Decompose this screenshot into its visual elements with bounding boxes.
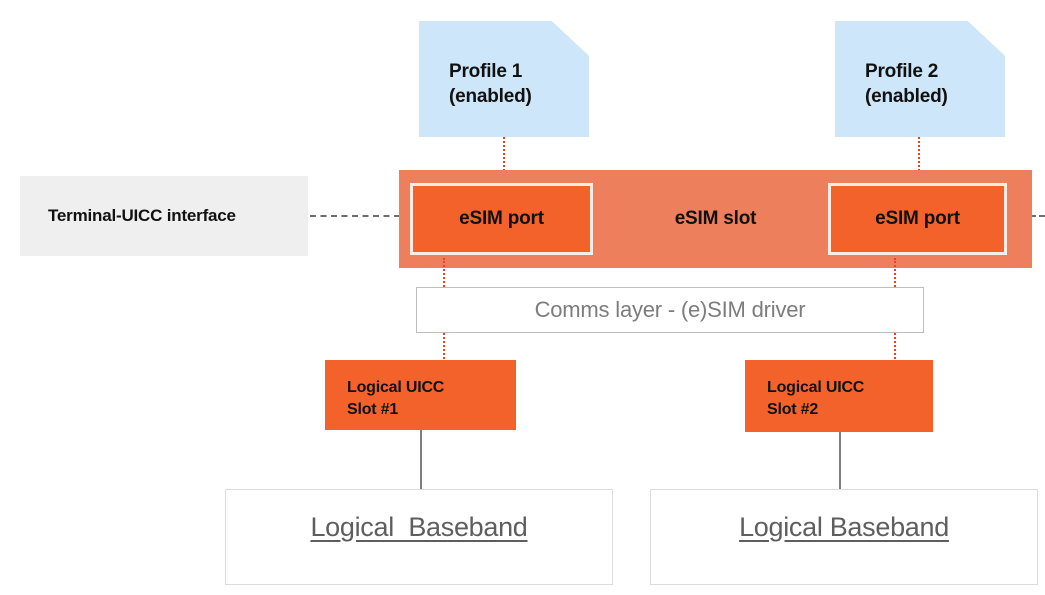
connector-uicc-slot1-to-baseband1 (420, 430, 422, 489)
comms-layer-label: Comms layer - (e)SIM driver (534, 297, 806, 322)
connector-profile2-to-port2 (918, 137, 920, 171)
esim-port-2: eSIM port (828, 183, 1007, 255)
terminal-uicc-interface-box: Terminal-UICC interface (20, 176, 308, 256)
connector-profile1-to-port1 (503, 137, 505, 171)
profile-card-1: Profile 1 (enabled) (419, 21, 589, 137)
profile-card-2: Profile 2 (enabled) (835, 21, 1005, 137)
logical-baseband-label-2: Logical Baseband (739, 512, 949, 542)
connector-terminal-to-slot (310, 215, 400, 217)
esim-slot-label: eSIM slot (674, 208, 757, 229)
logical-uicc-slot-2: Logical UICC Slot #2 (745, 360, 933, 432)
esim-slot: eSIM slot eSIM port eSIM port (399, 170, 1032, 268)
logical-baseband-box-2: Logical Baseband (650, 489, 1038, 585)
comms-layer-box: Comms layer - (e)SIM driver (416, 287, 924, 333)
terminal-uicc-interface-label: Terminal-UICC interface (48, 206, 236, 225)
connector-uicc-slot2-to-baseband2 (839, 432, 841, 489)
logical-baseband-label-1: Logical Baseband (310, 512, 528, 542)
logical-baseband-box-1: Logical Baseband (225, 489, 613, 585)
logical-uicc-slot-1: Logical UICC Slot #1 (325, 360, 516, 430)
esim-port-1: eSIM port (410, 183, 593, 255)
